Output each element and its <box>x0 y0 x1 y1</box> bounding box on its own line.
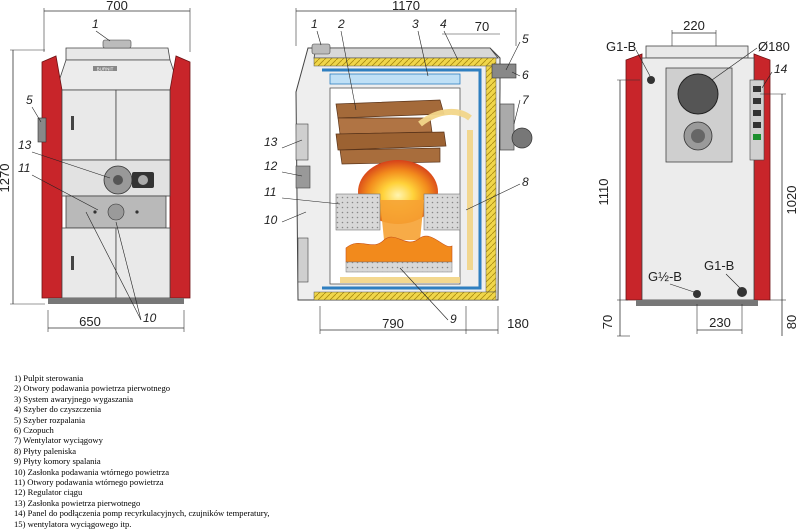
legend-item: 6) Czopuch <box>14 425 54 436</box>
sec-callout-4: 4 <box>440 17 447 31</box>
brand-plate <box>93 66 117 71</box>
sec-callout-3: 3 <box>412 17 419 31</box>
legend: 1) Pulpit sterowania 2) Otwory podawania… <box>14 373 270 529</box>
legend-item: 8) Płyty paleniska <box>14 445 77 456</box>
legend-item: 7) Wentylator wyciągowy <box>14 435 103 446</box>
flue-outlet <box>499 103 515 151</box>
legend-item: 11) Otwory podawania wtórnego powietrza <box>14 477 164 488</box>
sec-callout-9: 9 <box>450 312 457 326</box>
dim-1110: 1110 <box>596 179 611 206</box>
dim-80: 80 <box>784 315 799 329</box>
conn-g-half-b <box>693 290 701 298</box>
combustion-plates <box>345 261 453 273</box>
control-panel-top <box>102 39 132 49</box>
grate-plate-right <box>423 193 461 231</box>
legend-item: 13) Zasłonka powietrza pierwotnego <box>14 497 141 508</box>
dim-1020: 1020 <box>784 186 799 215</box>
sec-callout-1: 1 <box>311 17 318 31</box>
legend-item: 14) Panel do podłączenia pomp recyrkulac… <box>14 508 270 519</box>
right-red-panel <box>169 55 191 299</box>
sec-callout-6: 6 <box>522 68 529 82</box>
insulation-bottom <box>313 291 497 301</box>
water-jacket <box>322 68 482 290</box>
label-g1b-top: G1-B <box>606 39 636 54</box>
left-red-panel <box>41 55 63 299</box>
rear-callout-14: 14 <box>774 62 788 76</box>
insulation-right <box>485 65 497 293</box>
dim-70: 70 <box>475 19 489 34</box>
rear-view: 220 G1-B Ø180 14 G½-B G1-B <box>596 18 799 337</box>
legend-item: 9) Płyty komory spalania <box>14 456 101 467</box>
dim-790: 790 <box>382 316 404 331</box>
grate-plate-left <box>335 193 381 231</box>
ignition-damper <box>37 117 47 143</box>
front-callout-1: 1 <box>92 17 99 31</box>
front-callout-11: 11 <box>18 161 30 175</box>
dim-230: 230 <box>709 315 731 330</box>
sec-callout-7: 7 <box>522 93 530 107</box>
exhaust-fan <box>511 127 533 149</box>
lower-flames <box>345 235 453 263</box>
legend-item: 5) Szyber rozpalania <box>14 414 86 425</box>
flue-gas-arrows <box>340 109 473 283</box>
legend-item: 12) Regulator ciągu <box>14 487 83 498</box>
legend-item: 10) Zasłonka podawania wtórnego powietrz… <box>14 466 170 477</box>
legend-item: 15) wentylatora wyciągowego itp. <box>14 518 132 529</box>
rear-left-red-panel <box>625 53 643 301</box>
front-callout-5: 5 <box>26 93 33 107</box>
sec-callout-12: 12 <box>264 159 278 173</box>
dim-220: 220 <box>683 18 705 33</box>
conn-g1b-top <box>647 76 655 84</box>
legend-item: 3) System awaryjnego wygaszania <box>14 393 134 404</box>
door-handle <box>71 116 74 130</box>
sec-callout-13: 13 <box>264 135 278 149</box>
conn-g1b-bottom <box>737 287 747 297</box>
label-g-half-b: G½-B <box>648 269 682 284</box>
front-callout-10: 10 <box>143 311 157 325</box>
front-view: 700 1270 BURNIT <box>0 0 191 332</box>
dim-1170: 1170 <box>392 0 420 13</box>
brand-plate-text: BURNIT <box>97 66 114 71</box>
label-diameter-180: Ø180 <box>758 39 790 54</box>
wood-logs <box>335 99 447 165</box>
sec-callout-8: 8 <box>522 175 529 189</box>
legend-item: 4) Szyber do czyszczenia <box>14 404 102 415</box>
dim-70-rear: 70 <box>600 315 615 329</box>
sec-callout-2: 2 <box>337 17 345 31</box>
emergency-cooling-pipe <box>329 73 461 85</box>
section-view: 1170 70 <box>264 0 533 334</box>
sec-callout-11: 11 <box>264 185 276 199</box>
dim-650: 650 <box>79 314 101 329</box>
sec-callout-5: 5 <box>522 32 529 46</box>
front-callout-13: 13 <box>18 138 32 152</box>
label-g1b-bottom: G1-B <box>704 258 734 273</box>
legend-item: 1) Pulpit sterowania <box>14 373 84 383</box>
insulation-top <box>313 57 497 67</box>
legend-item: 2) Otwory podawania powietrza pierwotneg… <box>14 383 171 394</box>
sec-callout-10: 10 <box>264 213 278 227</box>
flue-outlet-180 <box>677 73 719 115</box>
dim-700: 700 <box>106 0 128 13</box>
dim-180: 180 <box>507 316 529 331</box>
dim-1270: 1270 <box>0 164 12 193</box>
